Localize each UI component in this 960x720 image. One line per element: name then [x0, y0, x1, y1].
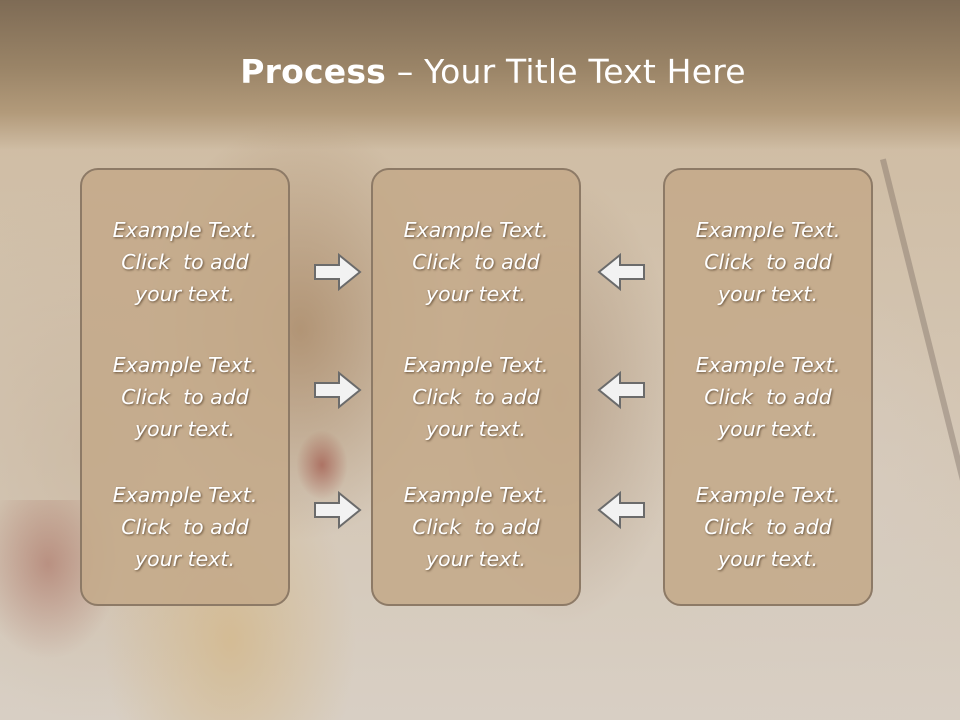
text-line: your text.: [718, 282, 818, 306]
title-bar: [0, 0, 960, 150]
text-line: Example Text.: [112, 353, 258, 377]
text-line: Click to add: [412, 250, 540, 274]
right-arrow-icon[interactable]: [313, 370, 363, 410]
text-block[interactable]: Example Text. Click to add your text.: [665, 349, 871, 445]
text-line: Click to add: [121, 385, 249, 409]
background-edge-line: [880, 158, 960, 704]
process-box-left[interactable]: Example Text. Click to add your text. Ex…: [80, 168, 290, 606]
text-block[interactable]: Example Text. Click to add your text.: [373, 214, 579, 310]
text-line: Example Text.: [112, 483, 258, 507]
text-block[interactable]: Example Text. Click to add your text.: [82, 214, 288, 310]
text-line: your text.: [135, 417, 235, 441]
right-arrow-icon[interactable]: [313, 490, 363, 530]
text-line: Click to add: [704, 250, 832, 274]
text-block[interactable]: Example Text. Click to add your text.: [373, 479, 579, 575]
left-arrow-icon[interactable]: [596, 252, 646, 292]
text-block[interactable]: Example Text. Click to add your text.: [82, 479, 288, 575]
process-box-center[interactable]: Example Text. Click to add your text. Ex…: [371, 168, 581, 606]
text-block[interactable]: Example Text. Click to add your text.: [373, 349, 579, 445]
text-line: your text.: [426, 547, 526, 571]
slide-title[interactable]: Process – Your Title Text Here: [0, 52, 960, 91]
text-line: Example Text.: [112, 218, 258, 242]
left-arrow-icon[interactable]: [596, 370, 646, 410]
text-line: your text.: [426, 417, 526, 441]
text-block[interactable]: Example Text. Click to add your text.: [665, 214, 871, 310]
text-line: Click to add: [704, 515, 832, 539]
text-line: Example Text.: [403, 218, 549, 242]
text-line: your text.: [718, 417, 818, 441]
text-line: Click to add: [704, 385, 832, 409]
text-line: your text.: [426, 282, 526, 306]
text-line: your text.: [135, 282, 235, 306]
text-line: Click to add: [412, 385, 540, 409]
text-line: Example Text.: [695, 483, 841, 507]
text-line: your text.: [718, 547, 818, 571]
title-rest: – Your Title Text Here: [386, 52, 746, 91]
text-line: Click to add: [412, 515, 540, 539]
text-line: Click to add: [121, 250, 249, 274]
title-bold: Process: [240, 52, 387, 91]
text-line: Example Text.: [695, 218, 841, 242]
right-arrow-icon[interactable]: [313, 252, 363, 292]
text-line: Click to add: [121, 515, 249, 539]
text-block[interactable]: Example Text. Click to add your text.: [82, 349, 288, 445]
text-line: Example Text.: [403, 483, 549, 507]
text-line: Example Text.: [403, 353, 549, 377]
process-box-right[interactable]: Example Text. Click to add your text. Ex…: [663, 168, 873, 606]
left-arrow-icon[interactable]: [596, 490, 646, 530]
dog-collar-shape: [296, 430, 348, 500]
text-line: Example Text.: [695, 353, 841, 377]
text-block[interactable]: Example Text. Click to add your text.: [665, 479, 871, 575]
text-line: your text.: [135, 547, 235, 571]
